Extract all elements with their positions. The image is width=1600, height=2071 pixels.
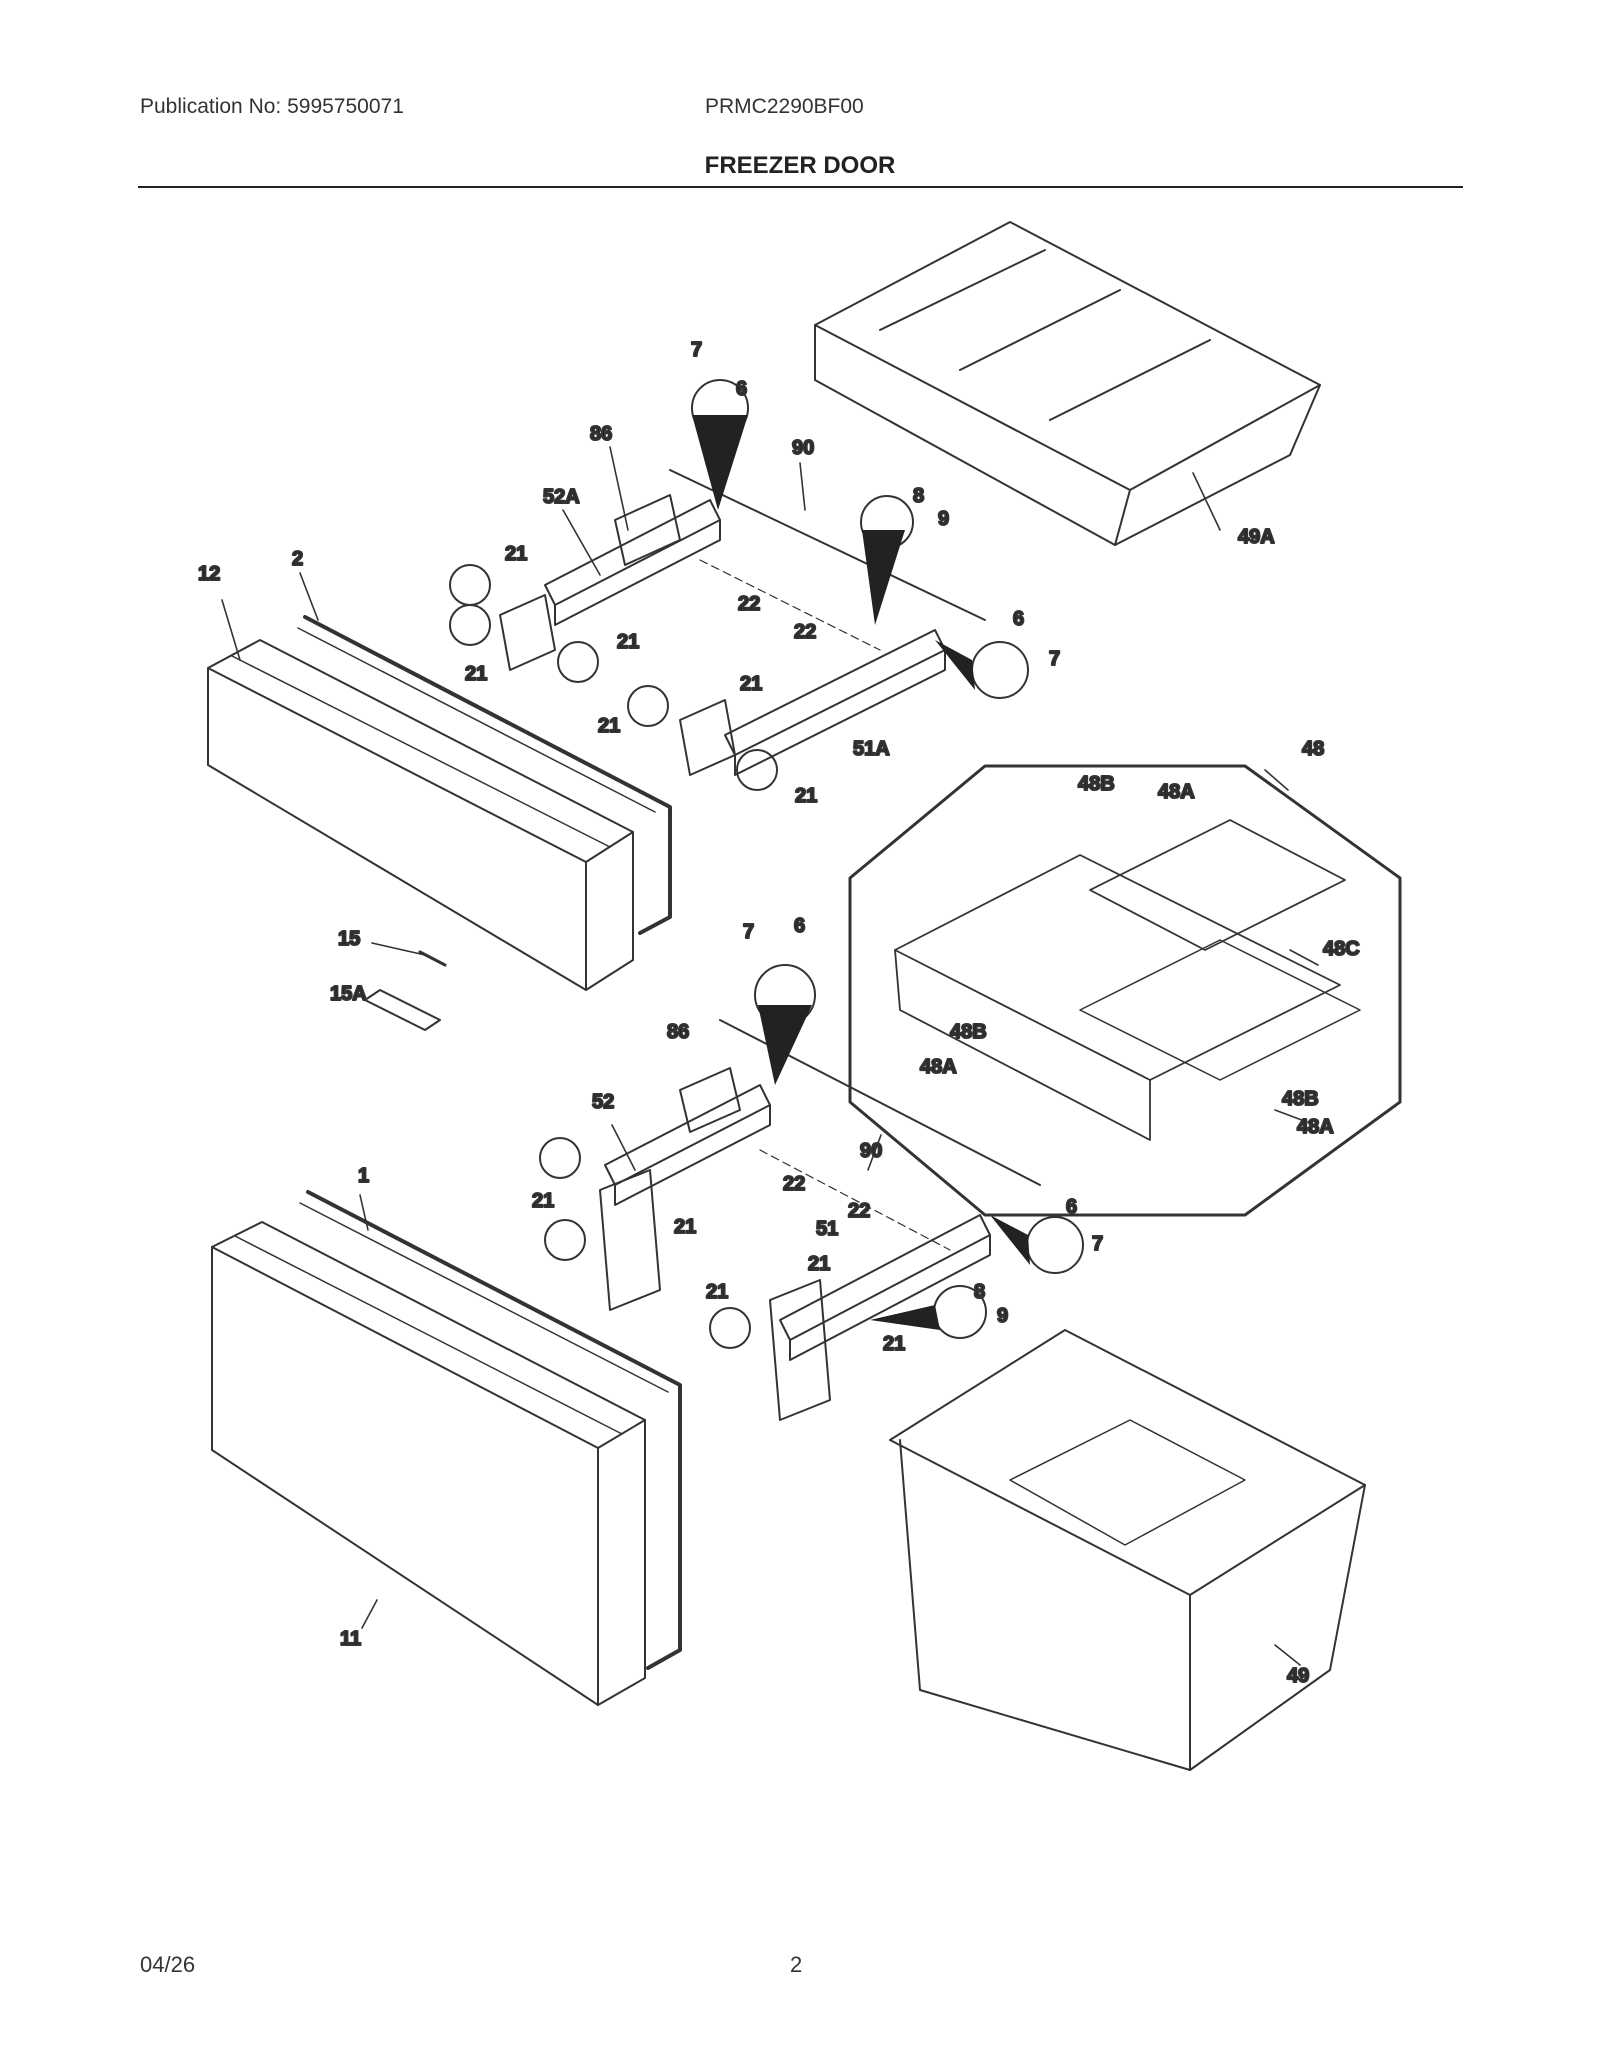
callout-c2: 6 [736,378,747,400]
callout-c21: 21 [795,785,817,807]
slide-stop-detail-lower [870,1285,987,1339]
callout-c19: 21 [598,715,620,737]
gear-detail-upper-left [691,379,749,510]
screw-detail-circles [449,564,778,1349]
header-divider [138,186,1463,188]
callout-c35: 48A [1297,1116,1334,1138]
upper-door-gasket [297,615,672,935]
callout-c40: 21 [674,1216,696,1238]
upper-freezer-basket [814,221,1321,546]
callout-c31: 48A [920,1056,957,1078]
callout-c29: 6 [794,915,805,937]
callout-c48: 9 [997,1305,1008,1327]
callout-c13: 21 [617,631,639,653]
callout-c27: 48C [1323,938,1360,960]
leader-lines [221,446,1319,1666]
lower-freezer-basket [889,1329,1366,1771]
footer-page-number: 2 [790,1952,803,1977]
gear-detail-lower-left [754,964,816,1085]
callout-c8: 49A [1238,526,1275,548]
publication-number: Publication No: 5995750071 [140,95,404,118]
callout-c12: 22 [738,593,760,615]
callout-c7: 9 [938,508,949,530]
callout-c44: 7 [1092,1233,1103,1255]
callout-c25: 15 [338,928,360,950]
slide-stop-detail-upper [860,495,914,625]
callout-c49: 21 [883,1333,905,1355]
callout-c50: 11 [340,1628,361,1650]
callout-c33: 52 [592,1091,614,1113]
gear-detail-lower-right [990,1215,1084,1274]
upper-door-panel [207,639,634,991]
callout-labels: 7 6 86 90 52A 8 9 49A 12 2 21 22 21 21 2… [197,338,1361,1688]
callout-c1: 7 [691,339,702,361]
callout-c4: 90 [792,437,814,459]
callout-c14: 21 [465,663,487,685]
upper-slide-rail-52a [544,499,721,626]
lower-door-gasket [299,1190,682,1670]
callout-c5: 52A [543,486,580,508]
lower-door-panel [211,1221,646,1706]
footer-date: 04/26 [140,1952,196,1977]
callout-c38: 22 [783,1173,805,1195]
callout-c16: 6 [1013,608,1024,630]
callout-c42: 51 [816,1218,838,1240]
callout-c30: 48B [950,1021,987,1043]
callout-c11: 21 [505,543,527,565]
callout-c17: 7 [1049,648,1060,670]
callout-c20: 51A [853,738,890,760]
callout-c47: 8 [974,1281,985,1303]
door-clip-15 [364,950,447,1031]
gear-detail-upper-right [935,640,1029,699]
callout-c26: 15A [330,983,367,1005]
lower-slide-rail-52 [604,1084,771,1206]
callout-c41: 22 [848,1200,870,1222]
callout-c28: 7 [743,921,754,943]
callout-c39: 21 [532,1190,554,1212]
callout-c46: 21 [706,1281,728,1303]
lower-brackets [599,1067,831,1421]
upper-slide-rail-51a [724,629,946,776]
callout-c24: 48A [1158,781,1195,803]
upper-brackets [499,494,736,776]
callout-c37: 1 [358,1165,369,1187]
callout-c43: 6 [1066,1196,1077,1218]
callout-c34: 48B [1282,1088,1319,1110]
callout-c23: 48B [1078,773,1115,795]
callout-c51: 49 [1287,1665,1309,1687]
callout-c3: 86 [590,423,612,445]
model-number: PRMC2290BF00 [705,95,864,118]
lower-slide-rail-51 [779,1214,991,1361]
callout-c45: 21 [808,1253,830,1275]
page-title: FREEZER DOOR [704,152,896,179]
callout-c32: 86 [667,1021,689,1043]
callout-c10: 2 [292,548,303,570]
callout-c36: 90 [860,1140,882,1162]
callout-c9: 12 [198,563,220,585]
callout-c6: 8 [913,485,924,507]
callout-c15: 22 [794,621,816,643]
bin-assembly-inset-48 [848,764,1402,1217]
callout-c22: 48 [1302,738,1324,760]
callout-c18: 21 [740,673,762,695]
